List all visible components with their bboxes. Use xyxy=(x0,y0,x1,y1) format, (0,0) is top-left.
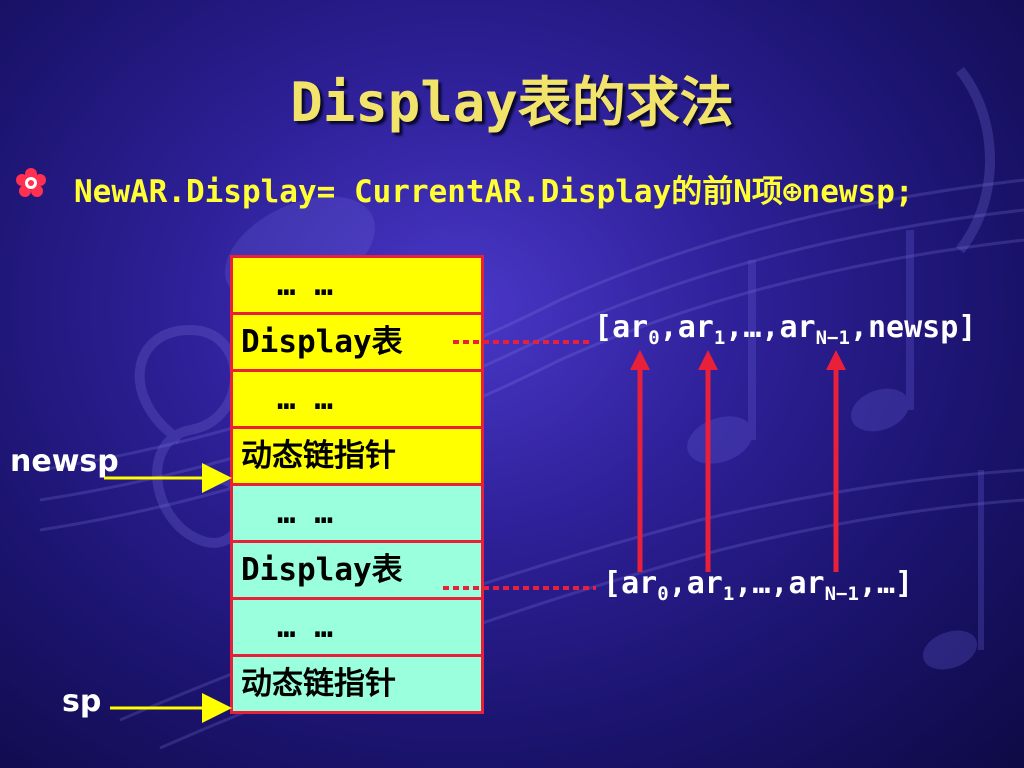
flower-bullet-icon xyxy=(16,168,46,197)
sp-label: sp xyxy=(62,684,102,719)
stack-cell-ellipsis: … … xyxy=(233,258,481,315)
stack-cell-ellipsis: … … xyxy=(233,372,481,429)
display-formula: NewAR.Display= CurrentAR.Display的前N项⊕new… xyxy=(74,174,914,210)
stack-cell-dynamic-link-current: 动态链指针 xyxy=(233,657,481,711)
new-display-array: [ar0,ar1,…,arN−1,newsp] xyxy=(594,310,977,349)
stack-cell-display-table-current: Display表 xyxy=(233,543,481,600)
newsp-label: newsp xyxy=(10,444,119,479)
current-display-array: [ar0,ar1,…,arN−1,…] xyxy=(603,566,914,605)
stack-cell-ellipsis: … … xyxy=(233,600,481,657)
stack-cell-display-table-new: Display表 xyxy=(233,315,481,372)
stack-cell-dynamic-link-new: 动态链指针 xyxy=(233,429,481,486)
activation-record-stack: … … Display表 … … 动态链指针 … … Display表 … … … xyxy=(230,255,484,714)
slide-title: Display表的求法 xyxy=(290,71,734,134)
stack-cell-ellipsis: … … xyxy=(233,486,481,543)
